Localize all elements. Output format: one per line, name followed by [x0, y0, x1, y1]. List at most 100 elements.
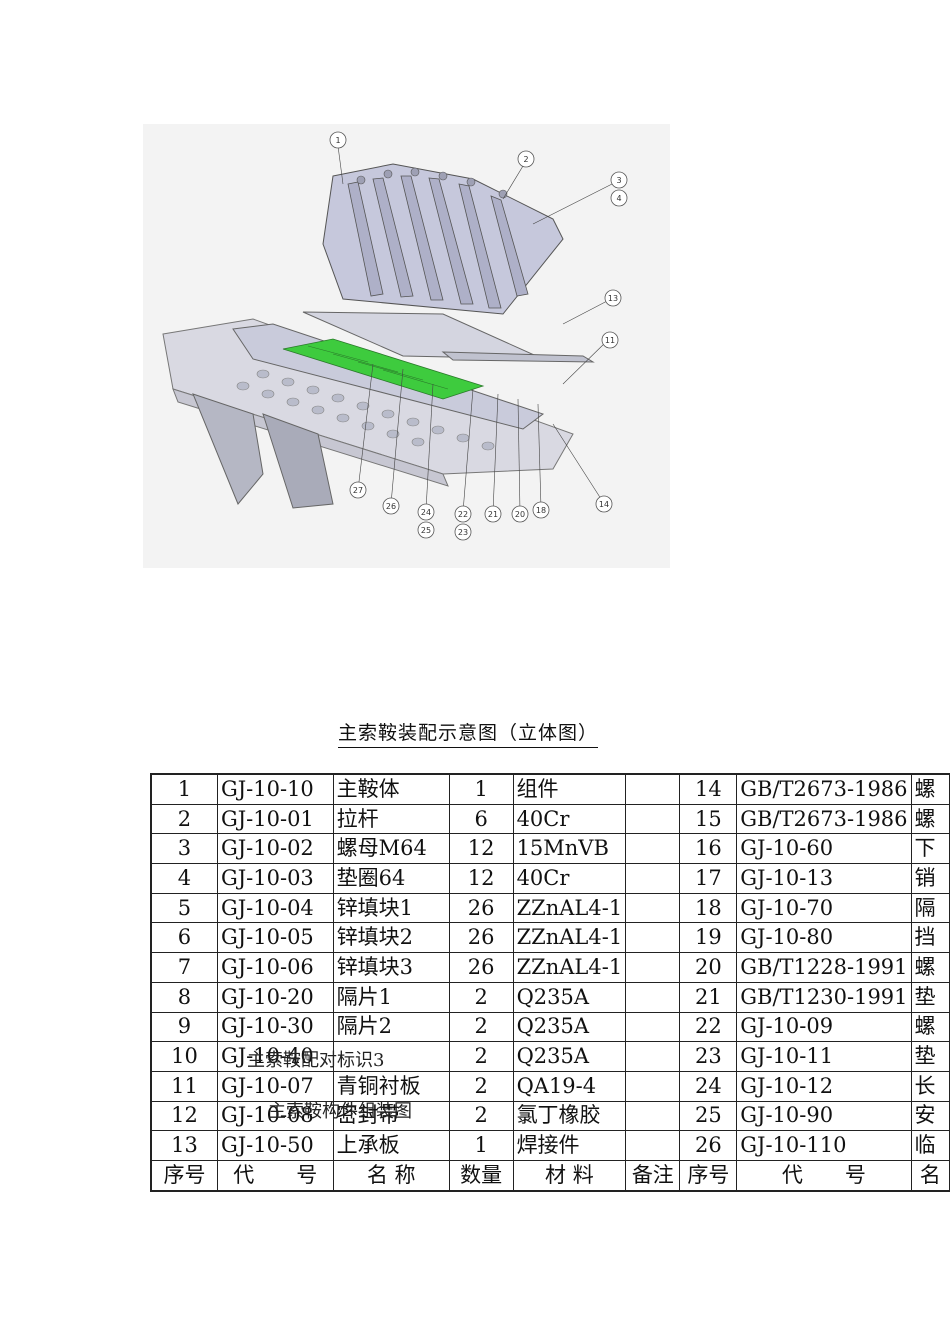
table-cell: 螺	[910, 803, 950, 835]
table-cell: 26	[679, 1130, 738, 1161]
table-cell: GJ-10-07	[216, 1070, 334, 1102]
table-cell: 11	[150, 1070, 218, 1102]
table-cell: 螺	[910, 1011, 950, 1043]
table-cell: GJ-10-01	[216, 803, 334, 835]
table-cell: 长	[910, 1070, 950, 1102]
table-cell: GJ-10-05	[216, 922, 334, 954]
table-cell: GJ-10-50	[216, 1130, 334, 1161]
table-cell	[625, 863, 681, 894]
table-cell: GB/T1230-1991	[736, 981, 912, 1013]
table-cell: 拉杆	[332, 803, 450, 835]
table-cell: GJ-10-04	[216, 892, 334, 924]
overlay-text: 主索鞍构件组装图	[268, 1101, 412, 1122]
table-cell: GJ-10-11	[736, 1041, 912, 1072]
table-cell: 隔片1	[332, 981, 450, 1013]
table-cell: 14	[679, 773, 738, 805]
table-cell: 40Cr	[512, 863, 627, 894]
table-cell: GJ-10-30	[216, 1011, 334, 1043]
table-cell: 5	[150, 892, 218, 924]
table-cell: 2	[448, 1100, 514, 1132]
table-cell: 隔片2	[332, 1011, 450, 1043]
table-cell: 6	[448, 803, 514, 835]
callout-label: 14	[599, 500, 609, 509]
table-cell	[625, 981, 681, 1013]
table-cell: 8	[150, 981, 218, 1013]
callout-label: 21	[488, 510, 498, 519]
callout-label: 27	[353, 486, 363, 495]
header-cell: 名 称	[332, 1159, 450, 1192]
table-cell: 锌填块3	[332, 952, 450, 983]
table-cell: GJ-10-08	[216, 1100, 334, 1132]
table-cell: 23	[679, 1041, 738, 1072]
callout-label: 26	[386, 502, 396, 511]
callout-label: 4	[616, 194, 621, 203]
table-cell: 氯丁橡胶	[512, 1100, 627, 1132]
table-cell: 22	[679, 1011, 738, 1043]
table-cell	[625, 952, 681, 983]
table-cell: 20	[679, 952, 738, 983]
table-cell: 上承板	[332, 1130, 450, 1161]
table-cell: 12	[150, 1100, 218, 1132]
table-cell: 25	[679, 1100, 738, 1132]
table-cell: 2	[448, 1070, 514, 1102]
table-cell: GJ-10-70	[736, 892, 912, 924]
table-cell: GJ-10-09	[736, 1011, 912, 1043]
table-cell: 26	[448, 892, 514, 924]
table-cell: 螺	[910, 952, 950, 983]
table-cell: GB/T2673-1986	[736, 803, 912, 835]
table-cell: ZZnAL4-1	[512, 952, 627, 983]
table-cell: 13	[150, 1130, 218, 1161]
table-cell: GB/T1228-1991	[736, 952, 912, 983]
table-cell: GJ-10-02	[216, 833, 334, 865]
table-cell: GJ-10-90	[736, 1100, 912, 1132]
table-cell: 锌填块2	[332, 922, 450, 954]
table-header-row: 序号代 号名 称数量材 料备注序号代 号名	[150, 1159, 950, 1192]
table-cell: 17	[679, 863, 738, 894]
saddle-3d-illustration: 1 2 3 4 13 11 14 18 20 21 22 23 24 25 26…	[162, 131, 628, 541]
callout-label: 3	[616, 176, 621, 185]
table-cell: GJ-10-13	[736, 863, 912, 894]
table-cell: 组件	[512, 773, 627, 805]
table-cell	[625, 922, 681, 954]
table-cell: GJ-10-80	[736, 922, 912, 954]
table-cell	[332, 1041, 450, 1072]
table-cell: 16	[679, 833, 738, 865]
table-cell: 4	[150, 863, 218, 894]
table-cell: Q235A	[512, 1011, 627, 1043]
table-cell: 24	[679, 1070, 738, 1102]
table-cell: 青铜衬板	[332, 1070, 450, 1102]
table-cell: 临	[910, 1130, 950, 1161]
table-cell: GJ-10-20	[216, 981, 334, 1013]
table-cell: 挡	[910, 922, 950, 954]
callout-label: 18	[536, 506, 546, 515]
table-cell: 26	[448, 952, 514, 983]
header-cell: 序号	[150, 1159, 218, 1192]
table-cell: 1	[150, 773, 218, 805]
assembly-figure: 1 2 3 4 13 11 14 18 20 21 22 23 24 25 26…	[143, 124, 670, 568]
overlay-text: 主索鞍配对标识3	[247, 1050, 385, 1071]
table-cell	[625, 1100, 681, 1132]
figure-caption: 主索鞍装配示意图（立体图）	[338, 718, 599, 748]
table-cell: GJ-10-110	[736, 1130, 912, 1161]
table-cell: GB/T2673-1986	[736, 773, 912, 805]
callout-label: 11	[605, 336, 615, 345]
table-cell: Q235A	[512, 981, 627, 1013]
table-cell: 3	[150, 833, 218, 865]
callout-label: 23	[458, 528, 468, 537]
table-cell: GJ-10-10	[216, 773, 334, 805]
table-cell	[625, 892, 681, 924]
table-cell: 2	[448, 1041, 514, 1072]
header-cell: 名	[910, 1159, 950, 1192]
table-cell: ZZnAL4-1	[512, 922, 627, 954]
table-cell: 垫圈64	[332, 863, 450, 894]
table-cell: 2	[448, 981, 514, 1013]
table-cell: 19	[679, 922, 738, 954]
table-cell	[625, 773, 681, 805]
